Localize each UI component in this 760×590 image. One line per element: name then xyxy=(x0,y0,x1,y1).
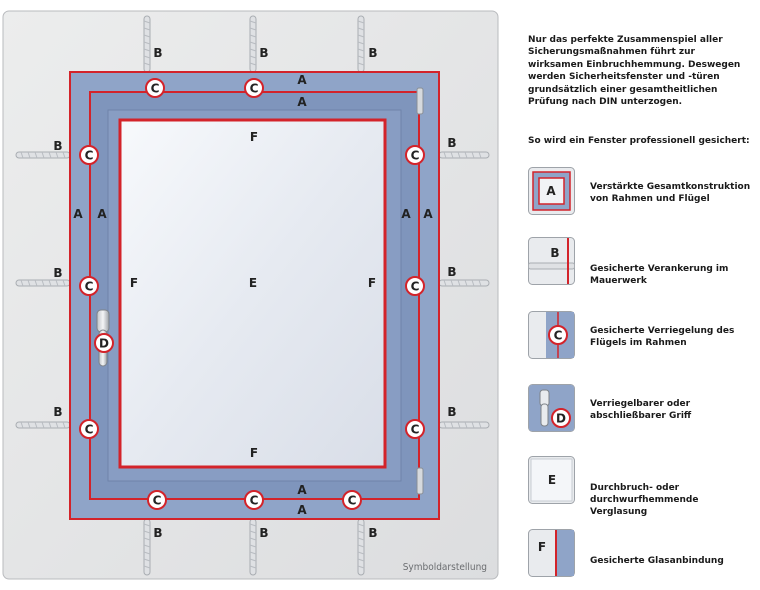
wall-anchor xyxy=(249,15,257,73)
legend-text-c: Gesicherte Verriegelung des Flügels im R… xyxy=(590,326,735,348)
legend-item-e: E Durchbruch- oder durchwurfhemmende Verg… xyxy=(528,456,754,517)
legend-icon-c: C xyxy=(528,311,575,359)
lock-marker-group: C C C C C C C C C C C D xyxy=(79,78,425,510)
legend-key-e: E xyxy=(548,473,556,487)
label-a: A xyxy=(401,207,411,221)
legend-key-f: F xyxy=(538,540,546,554)
lock-marker-c: C xyxy=(147,490,167,510)
wall-anchor xyxy=(438,279,490,287)
label-a: A xyxy=(297,503,307,517)
svg-text:C: C xyxy=(348,494,357,508)
lock-marker-c: C xyxy=(79,145,99,165)
label-b: B xyxy=(53,405,62,419)
legend-key-c: C xyxy=(554,329,563,343)
legend-item-a: A Verstärkte Gesamtkonstruktion von Rahme… xyxy=(528,167,754,219)
legend-item-b: B Gesicherte Verankerung im Mauerwerk xyxy=(528,237,754,289)
wall-anchor xyxy=(249,518,257,576)
intro-text: Nur das perfekte Zusammenspiel aller Sic… xyxy=(528,35,741,108)
label-a: A xyxy=(423,207,433,221)
legend-item-f: F Gesicherte Glasanbindung xyxy=(528,529,754,581)
wall-anchor xyxy=(143,518,151,576)
svg-text:C: C xyxy=(411,423,420,437)
hinge-bottom xyxy=(416,467,424,495)
label-a: A xyxy=(73,207,83,221)
svg-text:D: D xyxy=(99,337,109,351)
lock-marker-c: C xyxy=(79,419,99,439)
svg-text:C: C xyxy=(85,423,94,437)
svg-text:C: C xyxy=(85,149,94,163)
wall-anchor xyxy=(15,279,71,287)
label-b: B xyxy=(447,136,456,150)
glass-pane xyxy=(118,118,387,469)
lock-marker-c: C xyxy=(342,490,362,510)
legend-text-a: Verstärkte Gesamtkonstruktion von Rahmen… xyxy=(590,182,751,204)
legend-icon-f: F xyxy=(528,529,575,577)
legend-item-d: D Verriegelbarer oder abschließbarer Grif… xyxy=(528,384,754,436)
lock-marker-c: C xyxy=(405,419,425,439)
legend-icon-b: B xyxy=(528,237,575,285)
legend-icon-d: D xyxy=(528,384,575,432)
svg-text:C: C xyxy=(411,149,420,163)
wall-anchor xyxy=(357,15,365,73)
svg-text:C: C xyxy=(250,82,259,96)
legend-text-f: Gesicherte Glasanbindung xyxy=(590,556,724,566)
label-a: A xyxy=(297,483,307,497)
legend-text-d: Verriegelbarer oder abschließbarer Griff xyxy=(590,399,692,421)
label-a: A xyxy=(97,207,107,221)
legend-icon-e: E xyxy=(528,456,575,504)
svg-text:C: C xyxy=(151,82,160,96)
legend-text-e: Durchbruch- oder durchwurfhemmende Vergl… xyxy=(590,483,699,517)
lock-marker-c: C xyxy=(405,276,425,296)
label-a: A xyxy=(297,95,307,109)
label-f: F xyxy=(130,276,138,290)
legend-text-b: Gesicherte Verankerung im Mauerwerk xyxy=(590,264,729,286)
label-b: B xyxy=(53,266,62,280)
label-b: B xyxy=(368,526,377,540)
wall-anchor xyxy=(15,151,71,159)
label-a: A xyxy=(297,73,307,87)
label-b: B xyxy=(368,46,377,60)
svg-text:C: C xyxy=(250,494,259,508)
wall-anchor xyxy=(357,518,365,576)
wall-anchor xyxy=(438,151,490,159)
lock-marker-c: C xyxy=(244,78,264,98)
label-b: B xyxy=(53,139,62,153)
lock-marker-c: C xyxy=(145,78,165,98)
label-f: F xyxy=(368,276,376,290)
legend-icon-a: A xyxy=(528,167,575,215)
lock-marker-c: C xyxy=(244,490,264,510)
label-b: B xyxy=(259,526,268,540)
legend-key-b: B xyxy=(550,246,559,260)
label-b: B xyxy=(447,265,456,279)
hinge-top xyxy=(416,87,424,115)
label-e: E xyxy=(249,276,257,290)
lock-marker-c: C xyxy=(405,145,425,165)
legend-key-d: D xyxy=(556,412,566,426)
label-f: F xyxy=(250,130,258,144)
diagram-caption: Symboldarstellung xyxy=(403,562,487,573)
label-b: B xyxy=(153,46,162,60)
svg-text:C: C xyxy=(153,494,162,508)
label-b: B xyxy=(447,405,456,419)
wall-anchor xyxy=(438,421,490,429)
legend-heading: So wird ein Fenster professionell gesich… xyxy=(528,136,750,146)
wall-anchor xyxy=(15,421,71,429)
wall-anchor xyxy=(143,15,151,73)
label-b: B xyxy=(259,46,268,60)
lock-marker-c: C xyxy=(79,276,99,296)
svg-text:C: C xyxy=(411,280,420,294)
handle-marker-d: D xyxy=(94,333,114,353)
label-b: B xyxy=(153,526,162,540)
legend-item-c: C Gesicherte Verriegelung des Flügels im … xyxy=(528,311,754,363)
label-f: F xyxy=(250,446,258,460)
legend-key-a: A xyxy=(546,184,556,198)
svg-text:C: C xyxy=(85,280,94,294)
